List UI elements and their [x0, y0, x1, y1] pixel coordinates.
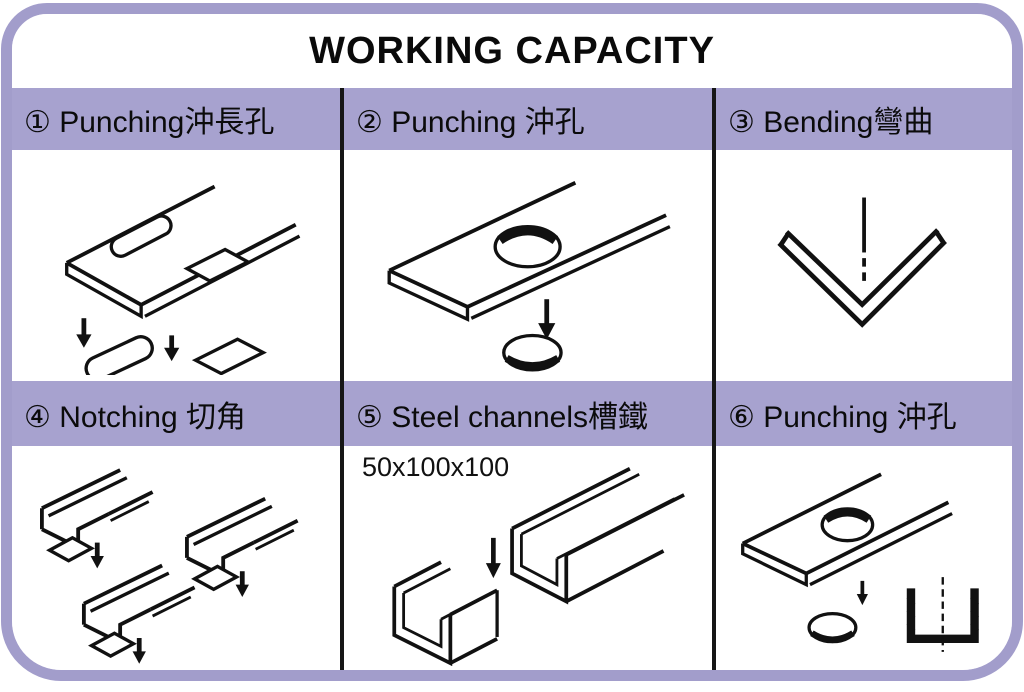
- notching-corners-icon: [19, 451, 334, 666]
- cell-3-art: [716, 150, 1012, 381]
- channel-size-note: 50x100x100: [362, 452, 510, 482]
- punching-long-hole-icon: [64, 184, 300, 376]
- cell-4-label: ④ Notching 切角: [12, 381, 344, 446]
- cell-6-art: [716, 446, 1012, 670]
- cell-3-label: ③ Bending彎曲: [716, 88, 1012, 150]
- panel-title: WORKING CAPACITY: [309, 29, 715, 72]
- cell-4-art: [12, 446, 344, 670]
- bending-vee-icon: [777, 197, 947, 328]
- cell-5-label: ⑤ Steel channels槽鐵: [344, 381, 716, 446]
- punching-round-hole-die-icon: [740, 473, 979, 653]
- steel-channel-cutting-icon: [392, 467, 685, 666]
- cell-2-art: [344, 150, 716, 381]
- cell-5-art: 50x100x100: [344, 446, 716, 670]
- cell-1-label: ① Punching沖長孔: [12, 88, 344, 150]
- working-capacity-panel: WORKING CAPACITY ① Punching沖長孔 ② Punchin…: [1, 3, 1023, 681]
- capacity-grid: ① Punching沖長孔 ② Punching 沖孔 ③ Bending彎曲: [12, 88, 1012, 670]
- panel-header: WORKING CAPACITY: [12, 14, 1012, 88]
- punching-round-hole-icon: [387, 180, 671, 372]
- cell-2-label: ② Punching 沖孔: [344, 88, 716, 150]
- cell-1-art: [12, 150, 344, 381]
- cell-6-label: ⑥ Punching 沖孔: [716, 381, 1012, 446]
